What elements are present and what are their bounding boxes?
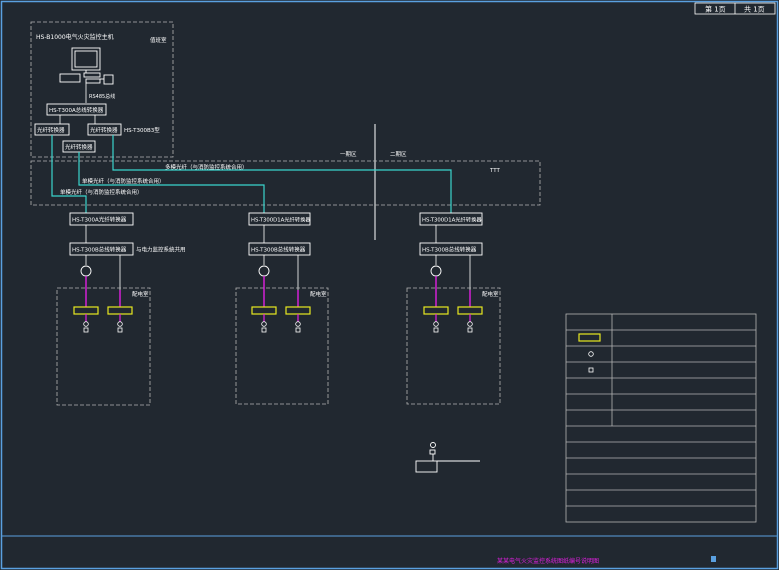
station-2-transmitter-box bbox=[248, 242, 311, 256]
bus-converter-box bbox=[46, 103, 107, 116]
station-1-detector-a-icon bbox=[73, 306, 99, 315]
station-2-breaker-icon bbox=[258, 265, 270, 277]
station-2-sensor-a-icon bbox=[261, 321, 267, 327]
station-3-transmitter-box bbox=[419, 242, 483, 256]
station-2-sensor-b-icon bbox=[295, 321, 301, 327]
station-1-converter-box bbox=[69, 212, 134, 226]
cable-tag: TTT bbox=[489, 168, 501, 174]
station-1-cabinet bbox=[56, 287, 151, 406]
area-b-label: 二期区 bbox=[390, 151, 407, 158]
station-3-cabinet bbox=[406, 287, 501, 405]
fiber-converter-right bbox=[87, 123, 122, 136]
station-2-terminal-b-icon bbox=[295, 327, 301, 333]
station-1-detector-b-icon bbox=[107, 306, 133, 315]
cable-single-a-label: 单模光纤（与消防监控系统合用） bbox=[82, 177, 165, 185]
station-1-cabinet-label: 配电室 bbox=[132, 290, 149, 298]
station-2-detector-b-icon bbox=[285, 306, 311, 315]
fiber-line-single-a bbox=[78, 152, 265, 213]
station-3-sensor-b-icon bbox=[467, 321, 473, 327]
fiber-line-single-b bbox=[51, 135, 87, 213]
station-1-terminal-b-icon bbox=[117, 327, 123, 333]
station-1-note: 与电力监控系统共用 bbox=[136, 246, 186, 254]
cable-trench-region bbox=[30, 160, 541, 206]
host-title: HS-B1000电气火灾监控主机 bbox=[36, 33, 114, 41]
fiber-converter-right-label: 光纤转换器 bbox=[90, 126, 118, 134]
station-3-detector-a-icon bbox=[423, 306, 449, 315]
legend-sensor-icon bbox=[588, 351, 594, 357]
station-1-sensor-b-icon bbox=[117, 321, 123, 327]
cable-multi-label: 多模光纤（与消防监控系统合用） bbox=[165, 163, 248, 171]
host-room-region bbox=[30, 21, 174, 158]
station-2-transmitter-label: HS-T300B总线转换器 bbox=[251, 246, 306, 254]
station-3-breaker-icon bbox=[430, 265, 442, 277]
sample-detector-symbol bbox=[415, 442, 480, 473]
station-3-terminal-a-icon bbox=[433, 327, 439, 333]
station-3-sensor-a-icon bbox=[433, 321, 439, 327]
title-marker bbox=[711, 556, 716, 562]
station-1: HS-T300A光纤转换器 HS-T300B总线转换器 与电力监控系统共用 配电… bbox=[56, 212, 186, 406]
station-3: HS-T300D1A光纤转换器 HS-T300B总线转换器 配电室 bbox=[406, 212, 501, 405]
station-3-detector-b-icon bbox=[457, 306, 483, 315]
fiber-converter-bottom-label: 光纤转换器 bbox=[65, 143, 93, 151]
station-2-terminal-a-icon bbox=[261, 327, 267, 333]
page-total: 共 1页 bbox=[744, 5, 765, 14]
station-2-cabinet bbox=[235, 287, 329, 405]
station-3-terminal-b-icon bbox=[467, 327, 473, 333]
fiber-line-multi bbox=[112, 135, 452, 213]
legend-detector-icon bbox=[578, 333, 601, 342]
station-1-transmitter-label: HS-T300B总线转换器 bbox=[72, 246, 127, 254]
fiber-converter-right-model: HS-T300B3型 bbox=[124, 126, 160, 134]
station-2-converter-label: HS-T300D1A光纤转换器 bbox=[251, 216, 311, 224]
station-1-sensor-a-icon bbox=[83, 321, 89, 327]
drawing-title: 某某电气火灾监控系统图纸编号说明图 bbox=[497, 557, 599, 565]
fiber-converter-left-label: 光纤转换器 bbox=[37, 126, 65, 134]
station-2: HS-T300D1A光纤转换器 HS-T300B总线转换器 配电室 bbox=[235, 212, 329, 405]
host-room-label: 值班室 bbox=[150, 36, 167, 44]
page-info-box: 第 1页 共 1页 bbox=[694, 2, 776, 15]
station-1-breaker-icon bbox=[80, 265, 92, 277]
station-2-detector-a-icon bbox=[251, 306, 277, 315]
computer-icon bbox=[59, 47, 114, 85]
station-2-cabinet-label: 配电室 bbox=[310, 290, 327, 298]
cable-single-b-label: 单模光纤（与消防监控系统合用） bbox=[60, 188, 143, 196]
legend-table bbox=[565, 313, 757, 523]
host-bus-label: RS485总线 bbox=[89, 93, 115, 100]
station-3-cabinet-label: 配电室 bbox=[482, 290, 499, 298]
bus-converter-label: HS-T300A总线转换器 bbox=[49, 106, 104, 114]
station-1-transmitter-box bbox=[69, 242, 134, 256]
fiber-lines bbox=[51, 135, 452, 213]
station-3-converter-box bbox=[419, 212, 483, 226]
station-3-converter-label: HS-T300D1A光纤转换器 bbox=[422, 216, 482, 224]
station-1-converter-label: HS-T300A光纤转换器 bbox=[72, 216, 127, 224]
area-a-label: 一期区 bbox=[340, 151, 357, 158]
legend-terminal-icon bbox=[588, 367, 594, 373]
station-2-converter-box bbox=[248, 212, 311, 226]
station-3-transmitter-label: HS-T300B总线转换器 bbox=[422, 246, 477, 254]
station-1-terminal-a-icon bbox=[83, 327, 89, 333]
page-number: 第 1页 bbox=[705, 5, 726, 14]
